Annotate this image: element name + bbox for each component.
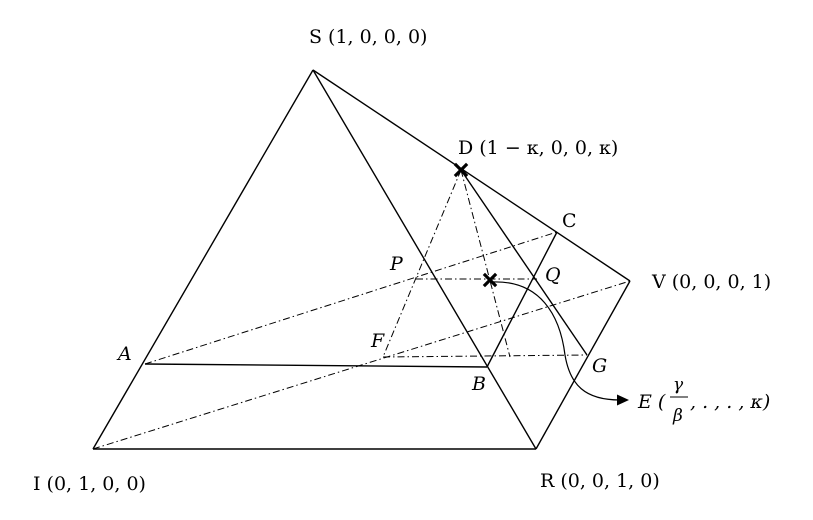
label-c: C (562, 210, 577, 232)
label-f: F (370, 330, 385, 352)
label-e-prefix: E ( (637, 391, 666, 413)
inner-solid-lines (144, 169, 588, 368)
dash-i-v (92, 280, 631, 450)
line-d-g (460, 169, 588, 356)
line-a-b (144, 363, 488, 368)
edge-s-r (312, 69, 537, 450)
label-g: G (592, 355, 607, 377)
edge-r-v (535, 280, 631, 450)
label-i: I (0, 1, 0, 0) (33, 473, 146, 495)
label-p: P (389, 253, 404, 275)
label-v: V (0, 0, 0, 1) (651, 271, 771, 293)
dashed-lines (92, 169, 631, 450)
dash-d-e (460, 169, 511, 358)
label-e-suffix: , . , . , κ) (690, 391, 770, 413)
point-e-marker (482, 272, 498, 288)
tetrahedron-edges (92, 69, 631, 450)
arrow-head (617, 394, 629, 406)
curved-arrow (491, 281, 621, 401)
label-a: A (116, 343, 132, 365)
dash-f-g (382, 354, 588, 358)
label-s: S (1, 0, 0, 0) (309, 26, 427, 48)
label-b: B (471, 373, 486, 395)
point-d-marker (453, 162, 469, 178)
label-q: Q (545, 264, 561, 286)
label-d: D (1 − κ, 0, 0, κ) (458, 137, 618, 159)
label-e: E ( γ β , . , . , κ) (637, 375, 770, 426)
label-e-numerator: γ (673, 375, 684, 395)
label-e-denominator: β (672, 406, 683, 426)
dash-d-f (382, 169, 462, 358)
label-r: R (0, 0, 1, 0) (540, 470, 660, 492)
edge-s-v (312, 69, 631, 282)
edge-s-i (92, 69, 314, 450)
line-b-c (486, 231, 558, 368)
